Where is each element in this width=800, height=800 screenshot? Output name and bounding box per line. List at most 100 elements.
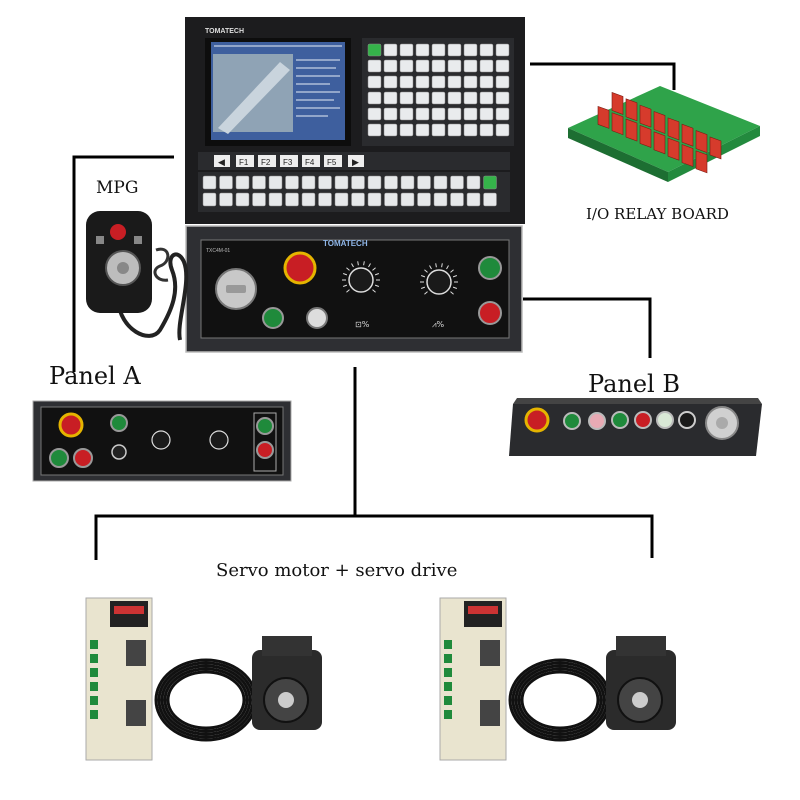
lower-key: [334, 175, 349, 190]
relay-module: [667, 117, 680, 141]
panel-b-emergency-stop: [524, 407, 550, 433]
relay-module: [695, 130, 708, 153]
lower-key: [351, 192, 365, 207]
servo-cable: [514, 664, 606, 736]
mpg-selector-left: [96, 236, 104, 244]
mpg-label: MPG: [96, 178, 139, 198]
function-key: [258, 155, 276, 167]
keypad-key: [495, 59, 510, 73]
mpg-handwheel: [86, 211, 189, 341]
lower-key: [367, 175, 382, 190]
keypad-key: [383, 43, 398, 57]
relay-module: [611, 112, 624, 136]
keypad-key: [415, 123, 430, 137]
relay-modules: [597, 92, 722, 174]
feed-override-symbol: ⊡%: [355, 320, 370, 329]
servo-drive-terminal: [444, 654, 452, 663]
relay-module: [625, 118, 638, 142]
lower-key: [252, 192, 266, 207]
spindle-override-knob: [426, 269, 452, 295]
relay-module: [597, 105, 610, 129]
servo-motor-shaft: [278, 692, 294, 708]
keypad-key: [415, 59, 430, 73]
knob-tick: [374, 284, 380, 287]
servo-cable: [163, 667, 249, 733]
panel-a-spindle-knob: [209, 430, 229, 450]
keypad-key: [367, 43, 382, 57]
lower-key: [367, 192, 382, 207]
lower-key: [417, 175, 431, 190]
lower-key: [252, 175, 266, 190]
keypad-key: [383, 59, 398, 73]
panel-a-green-button-3: [256, 417, 274, 435]
servo-motor-top: [616, 636, 666, 656]
function-key-label: F4: [305, 158, 315, 167]
lower-key: [235, 175, 250, 190]
io-relay-board: [568, 86, 760, 182]
lower-key: [483, 192, 497, 207]
knob-tick: [372, 267, 376, 271]
keypad-key: [367, 59, 382, 73]
controller-brand-panel: TOMATECH: [323, 239, 368, 248]
servo-drive-terminal: [444, 696, 452, 705]
keypad-key: [399, 123, 414, 137]
servo-drive-terminal: [90, 696, 98, 705]
lower-key: [450, 175, 464, 190]
function-key-label: F2: [261, 158, 271, 167]
servo-drive-port: [126, 640, 146, 666]
keypad-key: [447, 75, 462, 89]
panel-a-feed-knob: [151, 430, 171, 450]
lower-key: [466, 192, 481, 207]
lower-key: [483, 175, 497, 190]
keypad-key: [479, 43, 494, 57]
knob-tick: [372, 289, 376, 293]
lower-key: [384, 192, 398, 207]
servo-sets: [85, 597, 676, 761]
panel-b-selector: [678, 411, 696, 429]
function-key: [324, 155, 342, 167]
keypad-key: [383, 107, 398, 121]
spindle-override-symbol: ⩘%: [432, 320, 445, 329]
keypad-key: [479, 91, 494, 105]
relay-module: [653, 131, 666, 155]
keypad-key: [447, 123, 462, 137]
servo-motor-shaft: [632, 692, 648, 708]
panel-a-right-frame: [253, 412, 277, 472]
keypad-key: [479, 59, 494, 73]
mode-key-switch: [306, 307, 328, 329]
line-controller-io: [530, 62, 676, 90]
knob-tick: [357, 261, 359, 266]
mpg-cable-coil: [153, 247, 170, 282]
servo-set-1: [85, 597, 322, 761]
lower-key: [301, 192, 316, 207]
keypad-key: [383, 91, 398, 105]
line-servo-bus: [94, 514, 654, 560]
lower-key: [400, 192, 415, 207]
panel-b-green-button-2: [611, 411, 629, 429]
lower-key: [433, 192, 448, 207]
function-key: [236, 155, 254, 167]
panel-b-label: Panel B: [588, 370, 680, 398]
keypad-key: [383, 123, 398, 137]
keypad-key: [447, 107, 462, 121]
knob-tick: [435, 263, 437, 268]
fkey-prev: [214, 155, 230, 167]
lower-key: [202, 175, 217, 190]
keypad-key: [463, 123, 478, 137]
panel-a-red-button-2: [256, 441, 274, 459]
keypad-key: [415, 107, 430, 121]
lower-key: [384, 175, 398, 190]
servo-drive-port: [126, 700, 146, 726]
panel-green-button: [478, 256, 502, 280]
keypad-key: [447, 59, 462, 73]
panel-b-red-button: [634, 411, 652, 429]
servo-drive-led: [468, 606, 498, 614]
keypad-key: [399, 107, 414, 121]
knob-tick: [374, 273, 380, 276]
servo-drive-terminal: [90, 682, 98, 691]
relay-module: [681, 123, 694, 147]
knob-tick: [368, 263, 371, 268]
relay-module: [709, 136, 722, 160]
keypad-key: [399, 75, 414, 89]
